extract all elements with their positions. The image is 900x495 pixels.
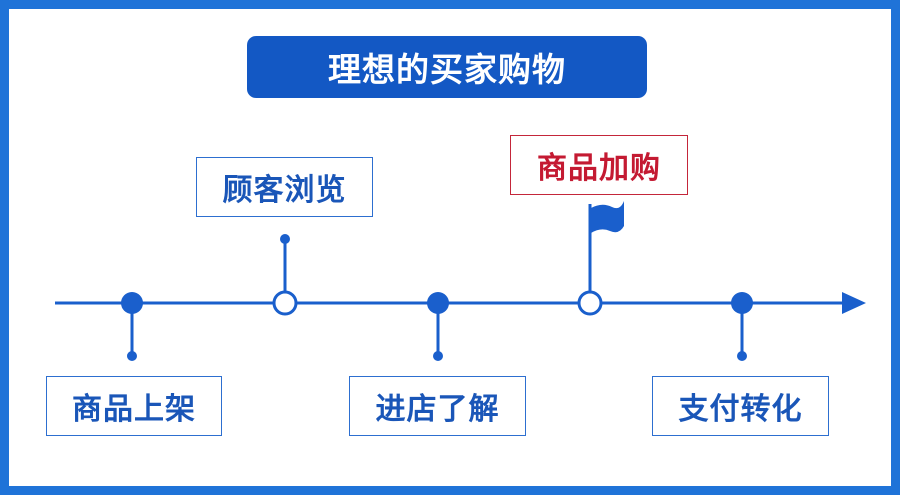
node-step-4 xyxy=(577,290,603,316)
node-step-2 xyxy=(272,290,298,316)
timeline-arrow-icon xyxy=(842,292,866,314)
flag-icon xyxy=(591,201,624,233)
page-title: 理想的买家购物 xyxy=(247,36,647,98)
step-label-5: 支付转化 xyxy=(652,376,829,436)
step-label-3: 进店了解 xyxy=(349,376,526,436)
step-label-4: 商品加购 xyxy=(510,135,688,195)
connector-dot-step-1 xyxy=(127,351,137,361)
step-label-2: 顾客浏览 xyxy=(196,157,373,217)
node-step-3 xyxy=(427,292,449,314)
connector-dot-step-2 xyxy=(280,234,290,244)
connector-dot-step-5 xyxy=(737,351,747,361)
node-step-1 xyxy=(121,292,143,314)
node-step-5 xyxy=(731,292,753,314)
connector-dot-step-3 xyxy=(433,351,443,361)
step-label-1: 商品上架 xyxy=(46,376,222,436)
